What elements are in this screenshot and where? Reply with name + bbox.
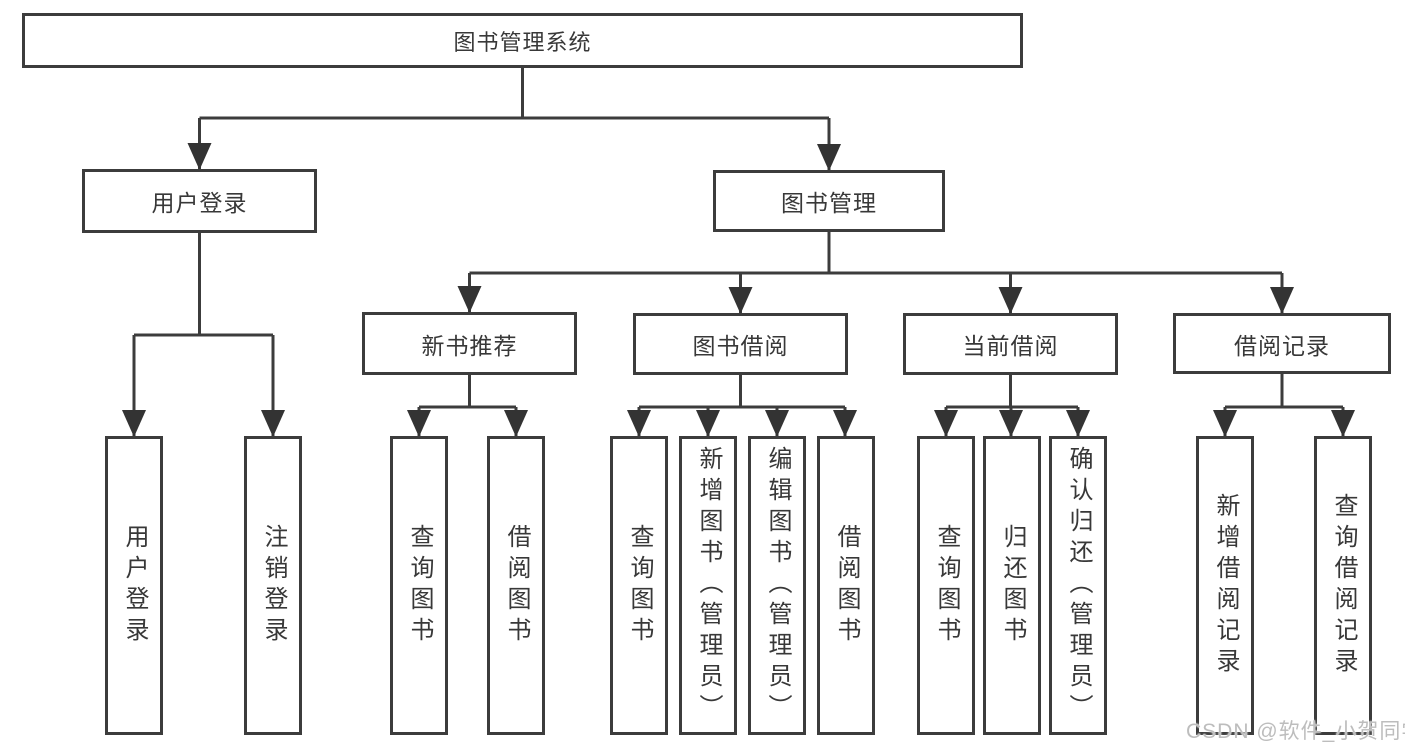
node-new-book-recommend: 新书推荐 <box>362 312 577 375</box>
leaf-query-borrow-record: 查询借阅记录 <box>1314 436 1372 735</box>
csdn-watermark: CSDN @软件_小贺同学 <box>1186 720 1405 743</box>
node-book-management: 图书管理 <box>713 170 945 232</box>
leaf-query-books-recommend: 查询图书 <box>390 436 448 735</box>
node-current-borrow: 当前借阅 <box>903 313 1118 375</box>
leaf-borrow-books: 借阅图书 <box>817 436 875 735</box>
leaf-add-borrow-record: 新增借阅记录 <box>1196 436 1254 735</box>
node-borrow-records: 借阅记录 <box>1173 313 1391 374</box>
node-user-login: 用户登录 <box>82 169 317 233</box>
leaf-edit-book-admin: 编辑图书（管理员） <box>748 436 806 735</box>
leaf-query-books-current: 查询图书 <box>917 436 975 735</box>
leaf-return-book: 归还图书 <box>983 436 1041 735</box>
leaf-query-books-borrow: 查询图书 <box>610 436 668 735</box>
leaf-confirm-return-admin: 确认归还（管理员） <box>1049 436 1107 735</box>
node-root-library-system: 图书管理系统 <box>22 13 1023 68</box>
leaf-user-login: 用户登录 <box>105 436 163 735</box>
leaf-add-book-admin: 新增图书（管理员） <box>679 436 737 735</box>
leaf-logout: 注销登录 <box>244 436 302 735</box>
leaf-borrow-books-recommend: 借阅图书 <box>487 436 545 735</box>
node-book-borrow: 图书借阅 <box>633 313 848 375</box>
